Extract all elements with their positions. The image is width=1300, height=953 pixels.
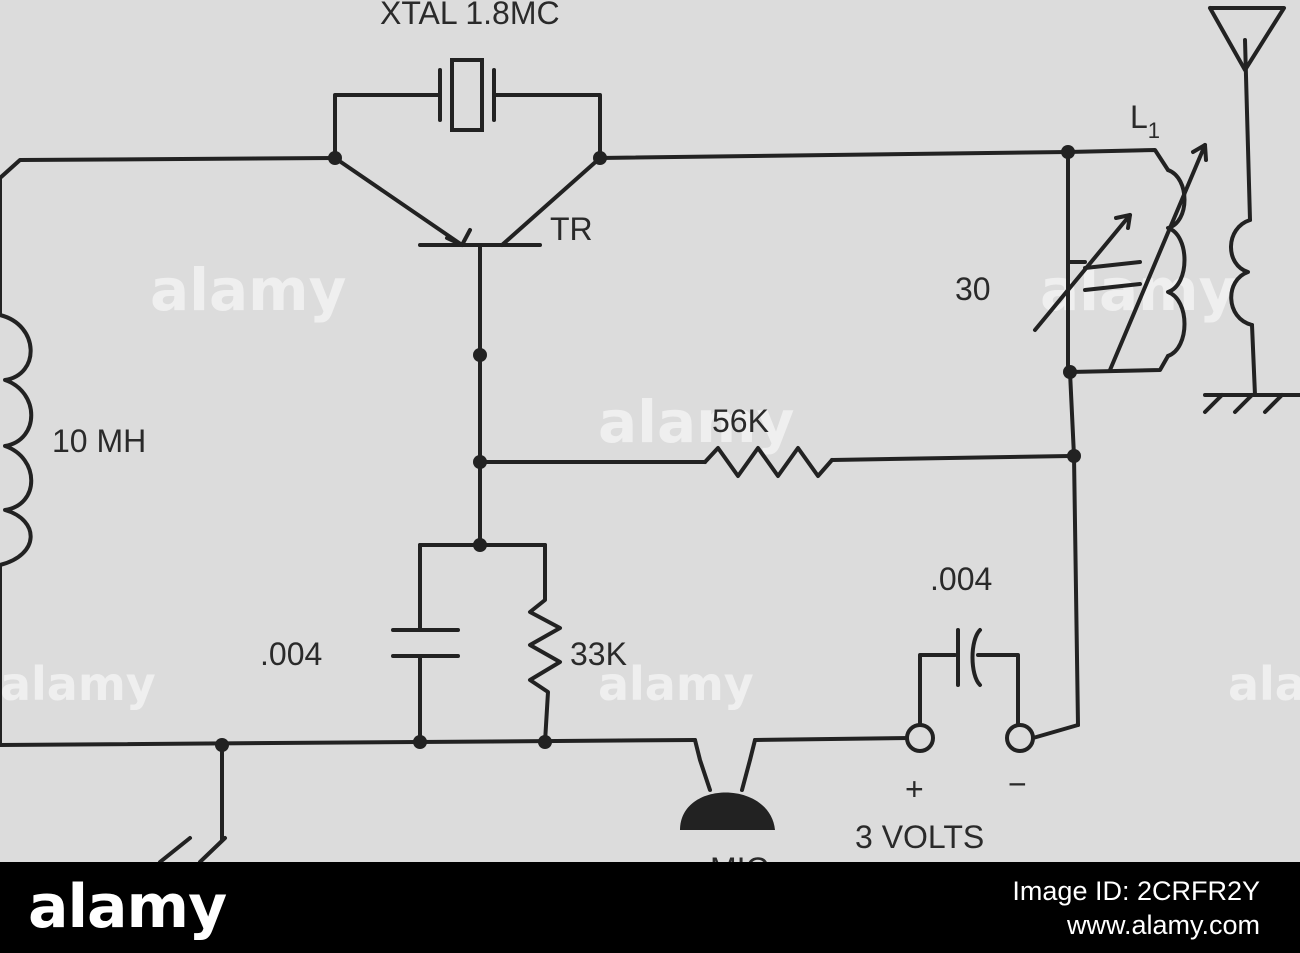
bottom-rail-right-wire	[753, 736, 912, 742]
top-left-wire	[0, 156, 337, 180]
minus-terminal-label: −	[1008, 766, 1027, 802]
watermark: alamy	[598, 388, 794, 456]
ground-icon	[158, 743, 227, 862]
plus-terminal-label: +	[905, 771, 924, 807]
schematic-background: alamy alamy alamy alamy alamy alamy XTAL…	[0, 0, 1300, 862]
trimmer-capacitor-30: 30	[955, 213, 1142, 332]
coil-l1: L1	[1066, 99, 1208, 374]
junction-dots	[215, 145, 1081, 752]
alamy-logo: alamy	[28, 872, 227, 942]
watermark: alamy	[0, 657, 156, 711]
battery-terminals: + − 3 VOLTS	[855, 723, 1080, 855]
image-id-text: Image ID: 2CRFR2Y	[1012, 876, 1260, 906]
antenna-icon	[1208, 6, 1286, 72]
battery-label: 3 VOLTS	[855, 819, 984, 855]
right-return-wire	[1068, 370, 1080, 727]
watermark-layer: alamy alamy alamy alamy alamy alamy	[0, 256, 1300, 711]
top-right-wire	[598, 150, 1070, 160]
watermark: alamy	[1040, 256, 1236, 324]
microphone-label: MIC	[710, 851, 769, 862]
resistor-33k: 33K	[528, 543, 627, 744]
bottom-rail-wire	[0, 738, 697, 747]
resistor-56k: 56K	[703, 403, 834, 478]
circuit-schematic: alamy alamy alamy alamy alamy alamy XTAL…	[0, 0, 1300, 862]
crystal-xtal: XTAL 1.8MC	[333, 0, 602, 160]
stock-footer-bar: alamy Image ID: 2CRFR2Y www.alamy.com	[0, 862, 1300, 953]
resistor-56k-label: 56K	[712, 403, 769, 439]
capacitor-key-label: .004	[930, 561, 992, 597]
capacitor-004-bypass: .004	[260, 543, 547, 744]
capacitor-bypass-label: .004	[260, 636, 322, 672]
watermark: alamy	[598, 657, 754, 711]
coil-l1-label: L1	[1130, 99, 1160, 143]
feedback-right-wire	[830, 454, 1072, 462]
transistor-tr: TR	[333, 156, 602, 357]
transistor-label: TR	[550, 211, 593, 247]
microphone-icon: MIC	[680, 738, 775, 862]
crystal-label: XTAL 1.8MC	[380, 0, 560, 31]
inductor-10mh: 10 MH	[0, 176, 146, 747]
capacitor-004-key: .004	[918, 561, 1020, 740]
inductor-label: 10 MH	[52, 423, 146, 459]
ground-antenna-icon	[1203, 393, 1300, 414]
site-url-text: www.alamy.com	[1066, 910, 1260, 940]
antenna-coupling-coil	[1229, 38, 1257, 397]
image-id-block: Image ID: 2CRFR2Y www.alamy.com	[1012, 874, 1260, 942]
watermark: alamy	[150, 256, 346, 324]
resistor-33k-label: 33K	[570, 636, 627, 672]
watermark: alamy	[1228, 657, 1300, 711]
trimmer-capacitor-label: 30	[955, 271, 991, 307]
